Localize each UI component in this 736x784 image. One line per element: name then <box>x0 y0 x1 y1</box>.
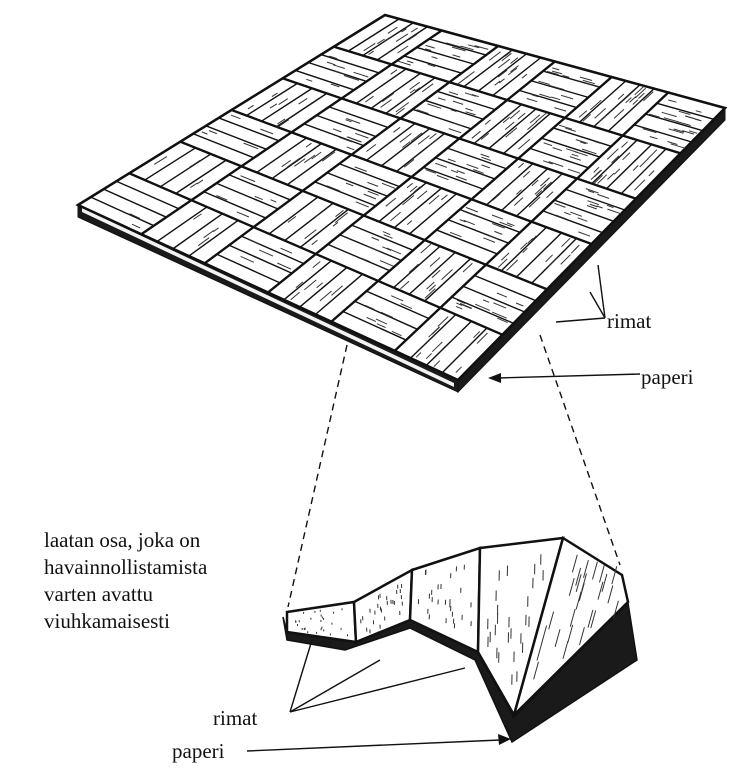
caption-line-3: varten avattu <box>44 581 207 608</box>
arrowhead-paperi-top <box>488 373 501 383</box>
leader-paperi-bottom <box>247 740 500 751</box>
caption-line-1: laatan osa, joka on <box>44 527 207 554</box>
label-paperi-bottom: paperi <box>172 738 224 765</box>
caption-fanned-section: laatan osa, joka on havainnollistamista … <box>44 527 207 635</box>
projection-line-left <box>288 345 347 607</box>
label-rimat-bottom: rimat <box>213 705 257 732</box>
leader-paperi-top <box>498 374 640 378</box>
label-rimat-top: rimat <box>607 308 651 335</box>
parquet-tile <box>78 15 725 392</box>
leader-rimat-bottom-3 <box>290 668 465 712</box>
label-paperi-top: paperi <box>641 364 693 391</box>
leader-rimat-top-2 <box>598 265 605 318</box>
caption-line-2: havainnollistamista <box>44 554 207 581</box>
batten-face <box>410 548 480 652</box>
projection-line-right <box>540 335 620 565</box>
caption-line-4: viuhkamaisesti <box>44 608 207 635</box>
leader-rimat-top-1 <box>556 318 605 322</box>
fanned-batten <box>410 548 480 652</box>
batten-face <box>354 570 412 642</box>
fanned-tile-section <box>283 538 637 742</box>
fanned-batten <box>354 570 412 642</box>
